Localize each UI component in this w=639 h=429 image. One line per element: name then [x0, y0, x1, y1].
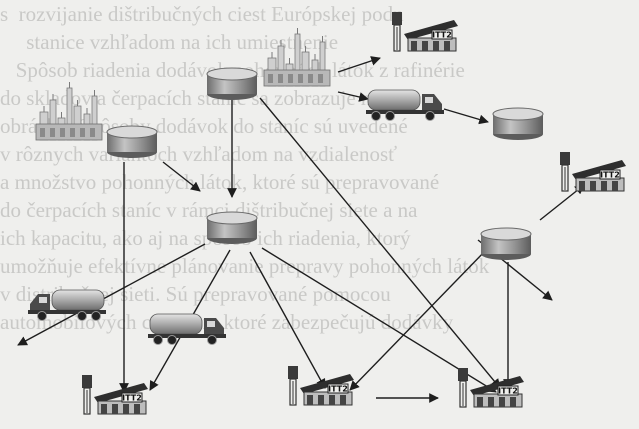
tanker-truck-icon: [28, 290, 106, 321]
arrow-icon: [260, 98, 500, 388]
arrow-icon: [338, 92, 368, 99]
station-sign-text: ITT2: [498, 387, 518, 396]
fuel-station-icon: ITT2: [560, 152, 626, 191]
tanker-truck-icon: [148, 314, 226, 345]
refinery-icon: [36, 82, 102, 140]
arrow-icon: [444, 109, 488, 122]
station-sign-text: ITT2: [328, 385, 348, 394]
storage-tank-icon: [207, 212, 257, 244]
refinery-icon: [264, 28, 330, 86]
arrow-icon: [250, 252, 325, 388]
fuel-station-icon: ITT2: [458, 368, 524, 407]
storage-tank-icon: [207, 68, 257, 100]
station-sign-text: ITT2: [600, 171, 620, 180]
fuel-station-icon: ITT2: [392, 12, 458, 51]
station-sign-text: ITT2: [432, 31, 452, 40]
storage-tank-icon: [481, 228, 531, 260]
arrow-icon: [163, 162, 200, 191]
storage-tank-icon: [107, 126, 157, 158]
fuel-station-icon: ITT2: [288, 366, 354, 405]
station-sign-text: ITT2: [122, 394, 142, 403]
arrow-icon: [338, 58, 380, 72]
storage-tank-icon: [493, 108, 543, 140]
fuel-station-icon: ITT2: [82, 375, 148, 414]
tanker-truck-icon: [366, 90, 444, 121]
